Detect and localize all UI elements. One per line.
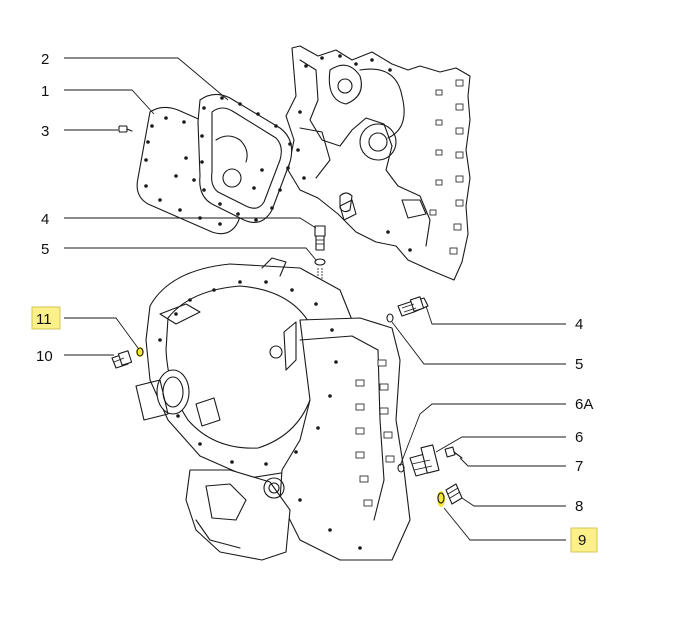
leader-lines	[64, 57, 566, 541]
callout-10: 10	[36, 348, 53, 365]
plug-part-10	[111, 350, 133, 369]
callout-3: 3	[41, 123, 49, 140]
callout-6a: 6A	[575, 396, 593, 413]
engine-block	[285, 45, 471, 281]
callout-1: 1	[41, 83, 49, 100]
transmission-housing	[135, 257, 411, 561]
callout-5-upper: 5	[41, 241, 49, 258]
callout-7: 7	[575, 458, 583, 475]
sensor-right	[386, 296, 429, 323]
callout-11-highlight	[31, 306, 61, 330]
seal-ring-part-9	[437, 491, 445, 507]
plug-part-8	[445, 483, 463, 505]
sensor-part-6	[397, 444, 440, 477]
gasket	[197, 93, 293, 223]
callout-2: 2	[41, 51, 49, 68]
callout-6: 6	[575, 429, 583, 446]
screw-part-7	[444, 446, 463, 459]
callout-9: 9	[578, 532, 586, 549]
callout-11: 11	[36, 311, 52, 328]
callout-8: 8	[575, 498, 583, 515]
callout-5-right: 5	[575, 356, 583, 373]
seal-ring-part-11	[136, 347, 144, 357]
callout-labels: 2 1 3 4 5 11 10 4 5 6A 6 7 8 9	[31, 51, 598, 553]
callout-4-right: 4	[575, 316, 583, 333]
screw-part-3	[118, 125, 133, 133]
callout-4-upper: 4	[41, 211, 49, 228]
callout-9-highlight	[570, 527, 598, 553]
